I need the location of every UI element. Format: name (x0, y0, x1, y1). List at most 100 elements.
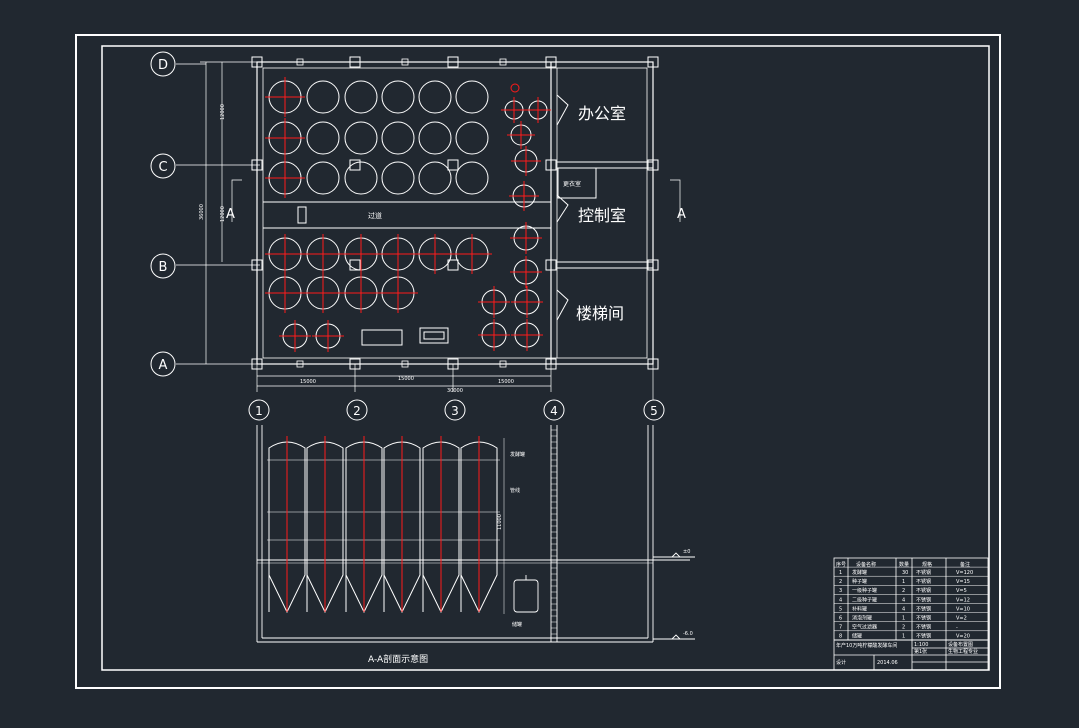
title-block-cell: 2 (902, 588, 905, 594)
tank (478, 319, 510, 351)
title-block-cell: 1 (839, 570, 842, 576)
tank (452, 234, 492, 274)
title-block-cell: 补料罐 (852, 605, 867, 612)
title-block-cell: V=2 (956, 616, 967, 622)
level-top: ±0 (683, 549, 690, 555)
title-block-cell: 4 (839, 597, 842, 603)
title-block-cell: 5 (839, 606, 842, 612)
tank (279, 320, 311, 352)
title-block-cell: 2 (902, 625, 905, 631)
tank (511, 319, 543, 351)
column (296, 360, 304, 368)
title-block-cell: 消泡剂罐 (852, 615, 872, 622)
title-block-cell: 发酵罐 (852, 569, 867, 576)
tank (378, 273, 418, 313)
grid-bubble-4: 4 (543, 399, 565, 421)
tank (344, 121, 378, 155)
room-label-stair: 楼梯间 (576, 304, 624, 323)
column (545, 259, 557, 271)
column (401, 360, 409, 368)
tank (344, 161, 378, 195)
title-block-cell: 不锈钢 (916, 605, 931, 612)
silo (268, 436, 306, 614)
title-block-cell: 1 (902, 634, 905, 640)
column (401, 58, 409, 66)
tank (509, 181, 539, 211)
tank (418, 121, 452, 155)
dim-vertical-total: 36000 (199, 204, 205, 220)
silo (422, 436, 460, 614)
svg-text:设备名称: 设备名称 (856, 561, 876, 568)
svg-text:C: C (158, 160, 167, 175)
tank (265, 158, 305, 198)
title-block-cell: 不锈钢 (916, 624, 931, 631)
svg-text:规格: 规格 (922, 561, 932, 568)
tank (455, 80, 489, 114)
svg-text:生物工程专业: 生物工程专业 (948, 648, 978, 655)
tank (511, 146, 541, 176)
dim-vertical-top: 12000 (220, 104, 226, 120)
title-block-cell: - (956, 625, 958, 631)
silo (345, 436, 383, 614)
tank (478, 286, 510, 318)
column (545, 56, 557, 68)
svg-text:1:100: 1:100 (914, 642, 928, 648)
title-block-cell: 不锈钢 (916, 578, 931, 585)
title-block-cell: 7 (839, 625, 842, 631)
dim-bay-1: 15000 (300, 379, 316, 385)
tank (381, 80, 415, 114)
title-block-cell: 不锈钢 (916, 587, 931, 594)
column (447, 159, 459, 171)
grid-bubble-1: 1 (248, 399, 270, 421)
tank (510, 222, 542, 254)
column (647, 159, 659, 171)
title-block-cell: 二级种子罐 (852, 596, 877, 603)
tank (265, 273, 305, 313)
dim-bay-3: 15000 (498, 379, 514, 385)
title-block-header: 序号 设备名称 数量 规格 备注 (836, 561, 970, 568)
title-block-cell: 1 (902, 616, 905, 622)
grid-bubble-C: C (150, 153, 176, 179)
tank (415, 234, 455, 274)
title-block-cell: 一级种子罐 (852, 587, 877, 594)
svg-text:第1张: 第1张 (914, 648, 927, 655)
title-block-cell: 不锈钢 (916, 615, 931, 622)
silo (460, 436, 498, 614)
tank (455, 161, 489, 195)
tank (306, 121, 340, 155)
column (499, 360, 507, 368)
title-block-cell: V=12 (956, 597, 970, 603)
dim-total: 30000 (447, 388, 463, 394)
tank (306, 161, 340, 195)
column (499, 58, 507, 66)
dim-vertical-mid: 12000 (220, 206, 226, 222)
tank (312, 320, 344, 352)
outer-frame (75, 34, 1001, 689)
svg-text:3: 3 (451, 404, 459, 418)
fermentation-tanks-plan (265, 77, 551, 352)
tank (378, 234, 418, 274)
grid-bubble-5: 5 (643, 399, 665, 421)
title-block-cell: V=10 (956, 606, 970, 612)
svg-text:数量: 数量 (899, 561, 909, 568)
title-block-cell: 储罐 (852, 633, 862, 640)
tank (265, 234, 305, 274)
title-block-cell: 不锈钢 (916, 596, 931, 603)
title-block-cell: 3 (839, 588, 842, 594)
tank (525, 97, 551, 123)
svg-text:序号: 序号 (836, 561, 846, 568)
title-block-cell: 8 (839, 634, 842, 640)
dimension-lines (176, 61, 681, 400)
tank (303, 234, 343, 274)
tank (418, 161, 452, 195)
svg-text:设备布置图: 设备布置图 (948, 641, 973, 648)
tank (341, 234, 381, 274)
section-tank-height: 11000 (497, 514, 503, 530)
svg-text:备注: 备注 (960, 561, 970, 568)
title-block-cell: 空气过滤器 (852, 624, 877, 631)
aisle-label: 过道 (368, 211, 382, 220)
small-room-label: 更衣室 (563, 180, 581, 188)
tank (303, 273, 343, 313)
title-block-footer: 年产10万吨柠檬酸发酵车间 设备布置图 1:100 第1张 生物工程专业 设计 … (836, 641, 978, 666)
title-block-cell: V=5 (956, 588, 967, 594)
